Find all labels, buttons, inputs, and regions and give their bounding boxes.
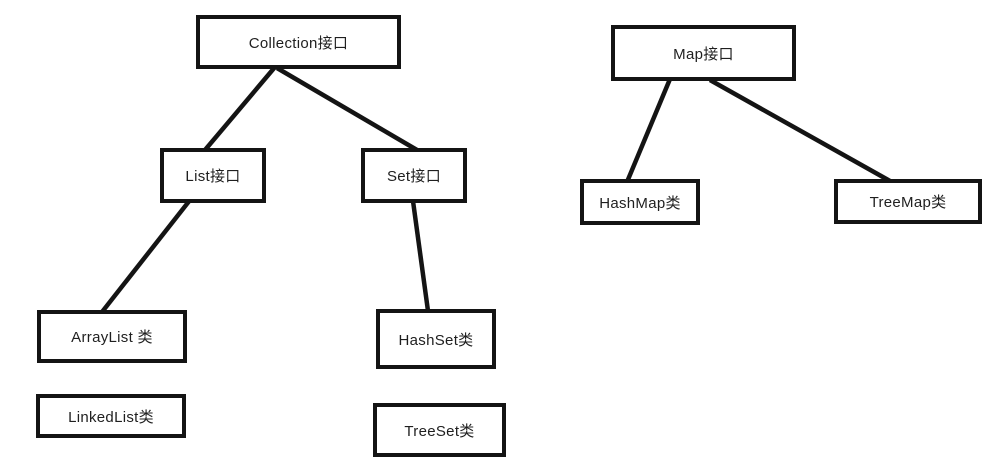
node-map-label: Map接口 [673,45,734,63]
node-list-interface: List接口 [160,148,266,203]
edge-map-to-treemap-line [708,78,892,183]
edge-list-to-arraylist-line [100,198,192,314]
node-hashmap-label: HashMap类 [599,194,681,212]
node-treeset-label: TreeSet类 [404,422,475,440]
edge-set-to-hashset-line [410,200,431,312]
node-set-interface: Set接口 [361,148,467,203]
node-hashset-label: HashSet类 [398,331,474,349]
node-hashset-class: HashSet类 [376,309,496,369]
node-linkedlist-label: LinkedList类 [68,408,154,426]
node-hashmap-class: HashMap类 [580,179,700,225]
node-treemap-label: TreeMap类 [869,194,947,211]
node-collection-label: Collection接口 [248,34,349,52]
node-list-label: List接口 [185,168,241,185]
edge-collection-to-set-line [275,66,419,152]
node-arraylist-class: ArrayList 类 [37,310,187,363]
node-map-interface: Map接口 [611,25,796,81]
node-treemap-class: TreeMap类 [834,179,982,224]
node-collection-interface: Collection接口 [196,15,401,69]
node-arraylist-label: ArrayList 类 [71,329,153,346]
edge-map-to-hashmap-line [624,78,673,183]
node-linkedlist-class: LinkedList类 [36,394,186,438]
node-treeset-class: TreeSet类 [373,403,506,457]
edge-collection-to-list-line [203,65,277,152]
node-set-label: Set接口 [386,168,441,185]
